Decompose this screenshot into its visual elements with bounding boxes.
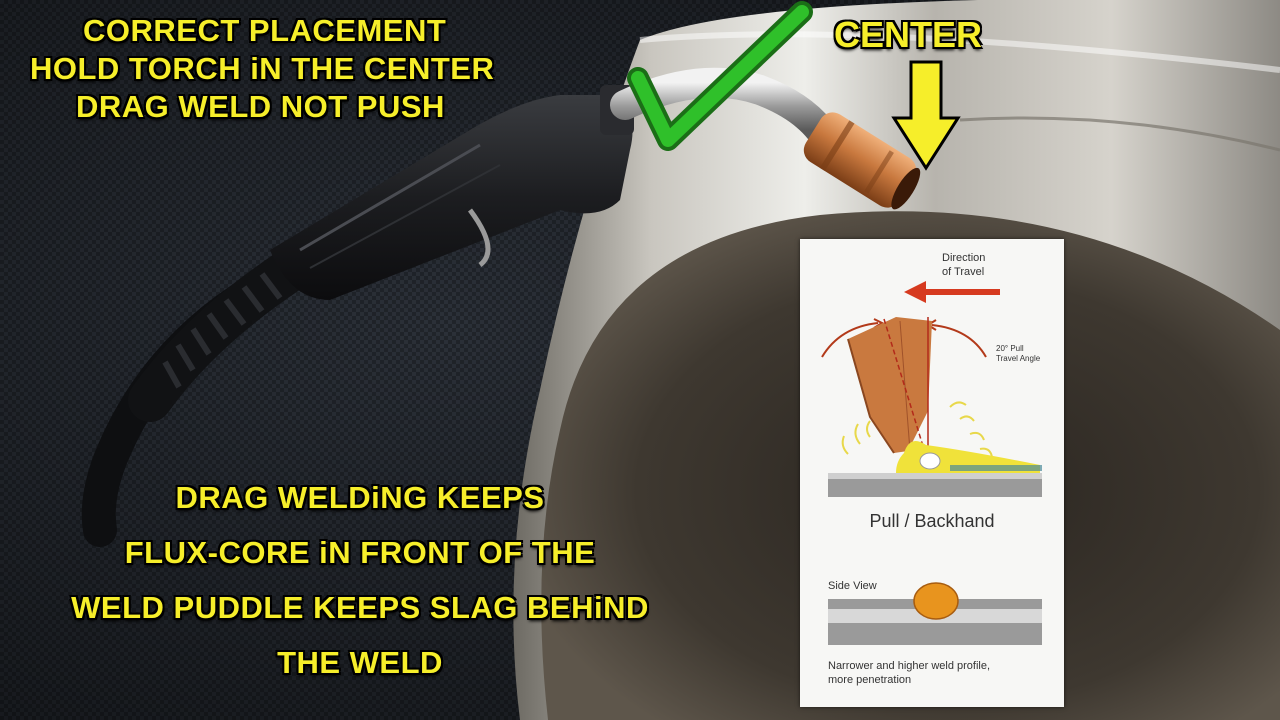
side-view-plate — [828, 582, 1042, 645]
technique-label: Pull / Backhand — [869, 511, 995, 531]
torch-gooseneck — [610, 67, 835, 145]
headline-top-line-3: DRAG WELD NOT PUSH — [76, 89, 445, 124]
spatter — [841, 401, 993, 458]
side-view-label: Side View — [828, 580, 877, 592]
angle-label-line-2: Travel Angle — [996, 354, 1041, 363]
diagram-caption-line-1: Narrower and higher weld profile, — [828, 660, 991, 672]
headline-top-line-1: CORRECT PLACEMENT — [83, 13, 447, 48]
headline-bottom: DRAG WELDiNG KEEPS FLUX-CORE iN FRONT OF… — [0, 470, 700, 690]
down-arrow-icon — [891, 60, 961, 171]
diagram-caption-line-2: more penetration — [828, 674, 912, 686]
direction-label-line-2: of Travel — [942, 266, 985, 278]
angle-label-line-1: 20° Pull — [996, 344, 1024, 353]
angle-label: 20° Pull Travel Angle — [996, 344, 1040, 364]
pull-backhand-diagram: Direction of Travel 20° Pull Travel Angl… — [800, 239, 1064, 707]
direction-label: Direction of Travel — [942, 251, 985, 279]
copper-nozzle — [803, 112, 921, 210]
headline-bottom-line-4: THE WELD — [277, 645, 443, 680]
direction-label-line-1: Direction — [942, 252, 986, 264]
headline-bottom-line-3: WELD PUDDLE KEEPS SLAG BEHiND — [71, 590, 649, 625]
center-label: CENTER — [834, 14, 983, 55]
headline-bottom-line-1: DRAG WELDiNG KEEPS — [175, 480, 545, 515]
headline-top-line-2: HOLD TORCH iN THE CENTER — [30, 51, 495, 86]
diagram-illustration — [821, 281, 1042, 645]
diagram-torch — [847, 317, 932, 471]
diagram-caption: Narrower and higher weld profile, more p… — [828, 659, 990, 687]
headline-top: CORRECT PLACEMENT HOLD TORCH iN THE CENT… — [0, 12, 1280, 126]
travel-direction-arrow-icon — [904, 281, 1000, 303]
headline-bottom-line-2: FLUX-CORE iN FRONT OF THE — [124, 535, 596, 570]
